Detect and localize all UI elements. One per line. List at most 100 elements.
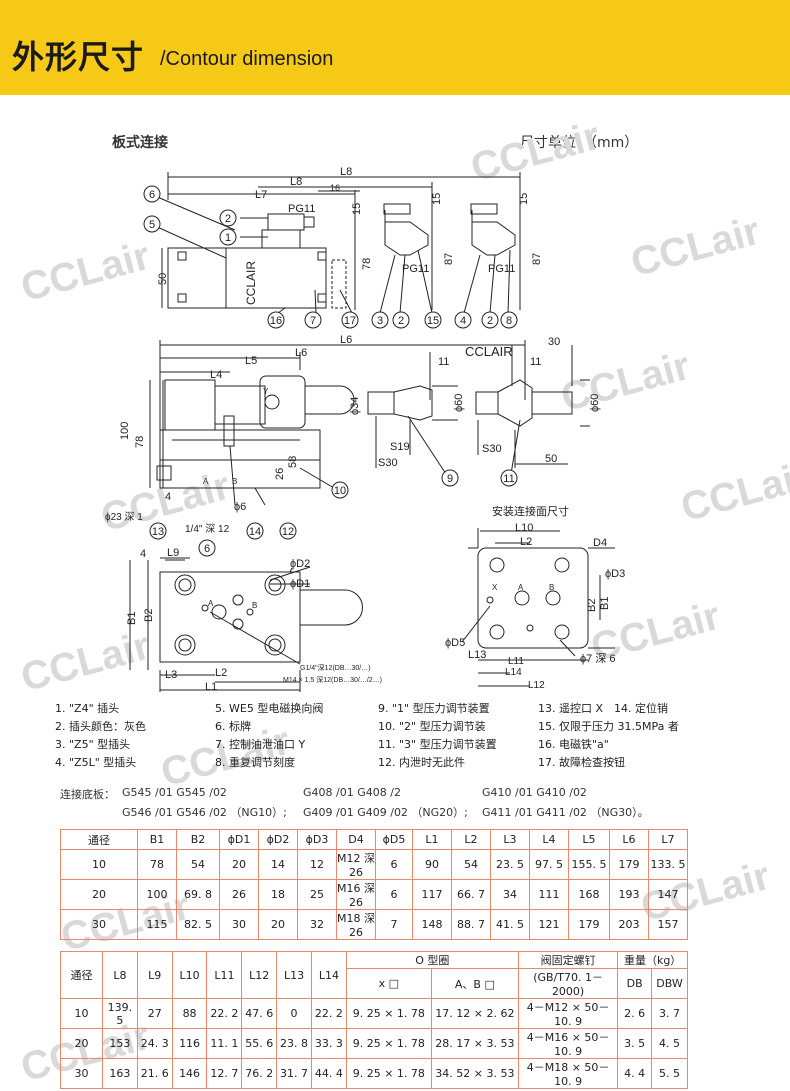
- cell: 4. 5: [651, 1028, 688, 1059]
- callout-5: 5: [149, 219, 155, 231]
- th-tongjing-2: 通径: [60, 951, 103, 999]
- dim-l10: L10: [515, 522, 533, 534]
- cell: 203: [609, 909, 649, 940]
- cell: 193: [609, 879, 649, 910]
- base-plate-ng20-b: G409 /01 G409 /02 （NG20）;: [303, 806, 468, 819]
- dim-11: 11: [438, 356, 449, 368]
- cell: 116: [171, 1028, 208, 1059]
- legend-item: 9. "1" 型压力调节装置: [378, 702, 490, 715]
- base-plate-ng20: G408 /01 G408 /2: [303, 786, 401, 799]
- cell: 34. 52 × 3. 53: [430, 1058, 519, 1089]
- legend-item: 1. "Z4" 插头: [55, 702, 120, 715]
- dim-b1-b: B1: [599, 597, 611, 610]
- cell: 30: [60, 1058, 103, 1089]
- mount-type-label: 板式连接: [112, 135, 168, 151]
- callout-13: 13: [152, 526, 164, 538]
- cell: 30: [60, 909, 138, 940]
- cell: 9. 25 × 1. 78: [345, 1058, 432, 1089]
- th-l13: L13: [276, 951, 312, 999]
- cell: M18 深 26: [336, 909, 376, 940]
- cell: 6: [375, 879, 413, 910]
- th-dbw: DBW: [651, 968, 688, 999]
- th-l11: L11: [206, 951, 243, 999]
- dim-quarter: 1/4" 深 12: [185, 523, 230, 535]
- legend-item: 10. "2" 型压力调节装: [378, 720, 486, 733]
- dim-87-b: 87: [531, 253, 543, 265]
- cell: 24. 3: [136, 1028, 173, 1059]
- cell: 54: [451, 849, 491, 880]
- cell: 117: [412, 879, 452, 910]
- cell: 20: [60, 1028, 103, 1059]
- dim-30: 30: [548, 336, 560, 348]
- cell: 25: [297, 879, 337, 910]
- pg11-label: PG11: [288, 203, 315, 215]
- th-l3: L3: [490, 829, 530, 850]
- header-banner: 外形尺寸 /Contour dimension: [0, 0, 790, 95]
- callout-15: 15: [427, 315, 439, 327]
- th-l12: L12: [241, 951, 278, 999]
- dim-phi60-b: ϕ60: [589, 394, 601, 412]
- th-oring-ab: A、B □: [430, 968, 519, 999]
- cell: 3. 5: [617, 1028, 653, 1059]
- hole-7: ϕ7 深 6: [580, 652, 616, 665]
- dim-s19: S19: [390, 441, 410, 453]
- cell: 115: [137, 909, 177, 940]
- cell: 139. 5: [102, 998, 138, 1029]
- cell: 5. 5: [651, 1058, 688, 1089]
- cell: 3. 7: [651, 998, 688, 1029]
- cell: 9. 25 × 1. 78: [345, 998, 432, 1029]
- page-title-cn: 外形尺寸: [12, 38, 145, 76]
- cell: 18: [258, 879, 298, 910]
- dim-l14: L14: [505, 667, 522, 678]
- callout-11: 11: [503, 473, 514, 485]
- dim-l2-b: L2: [520, 536, 532, 548]
- dim-87: 87: [443, 253, 455, 265]
- dim-l9: L9: [167, 547, 179, 559]
- legend-item: 8. 重复调节刻度: [215, 756, 295, 769]
- callout-17: 17: [344, 315, 356, 327]
- dim-phi6: ϕ6: [234, 501, 246, 513]
- page-title-en: /Contour dimension: [160, 48, 334, 70]
- dim-50-b: 50: [545, 453, 557, 465]
- dim-s30: S30: [378, 457, 398, 469]
- dimension-table-2: 通径 L8 L9 L10 L11 L12 L13 L14 O 型圈 阀固定螺钉 …: [60, 951, 688, 1089]
- technical-drawing: L8 L7 L8 16 PG11 PG11 PG11 15 15 15 78 8…: [105, 166, 625, 693]
- cell: 69. 8: [176, 879, 220, 910]
- cell: 33. 3: [310, 1028, 347, 1059]
- thread-g14: G1/4"深12(DB…30/…): [300, 663, 371, 672]
- cell: 17. 12 × 2. 62: [430, 998, 519, 1029]
- th-l8: L8: [102, 951, 138, 999]
- legend-item: 6. 标牌: [215, 720, 251, 733]
- cell: 27: [136, 998, 173, 1029]
- dim-4: 4: [165, 491, 171, 503]
- th-screw-std: (GB/T70. 1－2000): [517, 968, 619, 999]
- thread-m14: M14 × 1.5 深12(DB…30/…/2…): [283, 675, 382, 684]
- dim-b1: B1: [126, 612, 138, 625]
- cell: 10: [60, 998, 103, 1029]
- cell: 97. 5: [529, 849, 569, 880]
- th-l10: L10: [171, 951, 208, 999]
- callout-1: 1: [225, 232, 231, 244]
- th-oring-x: x □: [345, 968, 432, 999]
- th-l2: L2: [451, 829, 491, 850]
- port-x: X: [492, 583, 498, 592]
- th-tongjing: 通径: [60, 829, 138, 850]
- dim-phid2: ϕD2: [290, 558, 310, 570]
- dim-phid1: ϕD1: [290, 578, 310, 590]
- cell: 111: [529, 879, 569, 910]
- unit-label: 尺寸单位：（mm）: [520, 135, 639, 151]
- dim-phi60: ϕ60: [453, 394, 465, 412]
- cell: 88: [171, 998, 208, 1029]
- dimension-table-1: 通径 B1 B2 ϕD1 ϕD2 ϕD3 D4 ϕD5 L1 L2 L3 L4 …: [60, 829, 688, 940]
- cell: 12. 7: [206, 1058, 243, 1089]
- dim-l3: L3: [165, 669, 177, 681]
- pg11-label-3: PG11: [488, 263, 515, 275]
- callout-2b: 2: [398, 315, 404, 327]
- cell: 31. 7: [276, 1058, 312, 1089]
- cell: 41. 5: [490, 909, 530, 940]
- dim-15-c: 15: [518, 193, 530, 205]
- cell: 147: [648, 879, 688, 910]
- cell: 11. 1: [206, 1028, 243, 1059]
